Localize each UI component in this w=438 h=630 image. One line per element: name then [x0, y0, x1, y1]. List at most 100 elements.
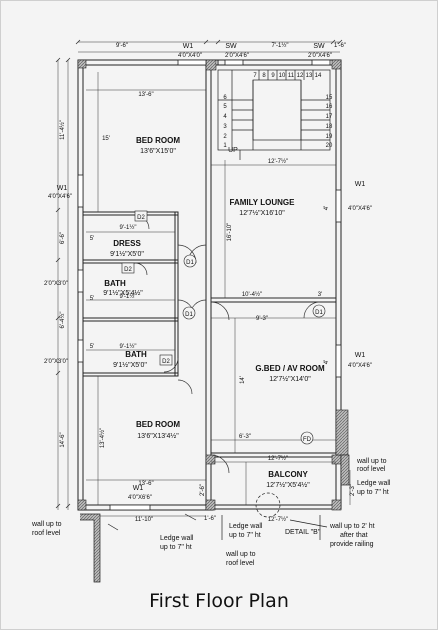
room-name-bath-1: BATH	[104, 279, 126, 288]
room-size-dress: 9'1½"X5'0"	[110, 250, 144, 258]
stair-step-15: 15	[326, 95, 333, 101]
stair-step-7: 7	[253, 73, 257, 79]
d2-c-tag: D2	[162, 359, 170, 365]
stair-step-4: 4	[223, 114, 227, 120]
note-ledge-right-1: Ledge wall	[357, 480, 391, 487]
dim-9-3: 9'-3"	[256, 316, 268, 322]
w1-right2-size: 4'0"X4'6"	[348, 363, 372, 369]
note-ledge-mid-2: up to 7" ht	[229, 532, 261, 539]
stair-step-5: 5	[223, 104, 227, 110]
page-title: First Floor Plan	[149, 590, 289, 612]
dim-11-4: 11'-4½"	[59, 120, 66, 140]
note-wall-roof-mid-1: wall up to	[225, 551, 256, 558]
d2-a-tag: D2	[137, 215, 145, 221]
stair-step-1: 1	[223, 143, 227, 149]
staircase	[217, 69, 331, 160]
room-size-bed-room-top: 13'6"X15'0"	[140, 148, 176, 155]
dim-6-6: 6'-6"	[60, 232, 66, 244]
note-wall-roof-mid-2: roof level	[226, 560, 255, 567]
room-size-gbed-av: 12'7½"X14'0"	[269, 375, 311, 383]
balcony-details	[80, 454, 350, 583]
room-name-family-lounge: FAMILY LOUNGE	[230, 198, 296, 207]
dimension-lines	[57, 41, 351, 517]
stair-step-14: 14	[315, 73, 322, 79]
dimension-labels: 9'-6" 7'-1½" 1'-6" 13'-6" 13'-6" 15' 11'…	[59, 42, 356, 523]
stair-step-9: 9	[271, 73, 275, 79]
room-name-bath-2: BATH	[125, 350, 147, 359]
note-wall-roof-left-2: roof level	[32, 530, 61, 537]
dim-5-c: 5'	[90, 344, 94, 350]
dim-2-3: 2'-3"	[350, 484, 356, 496]
d1-b-tag: D1	[185, 312, 193, 318]
dim-4-a: 4'	[324, 206, 330, 210]
dim-9-1-a: 9'-1½"	[120, 224, 137, 231]
stair-step-8: 8	[262, 73, 266, 79]
note-detail-b: DETAIL "B"	[285, 529, 321, 536]
dim-6-3: 6'-3"	[239, 434, 251, 440]
stair-step-12: 12	[297, 73, 304, 79]
note-wall-2-1: wall up to 2' ht	[329, 523, 375, 530]
sw-top-label: SW	[225, 43, 237, 50]
note-wall-roof-left-1: wall up to	[31, 521, 62, 528]
dim-12-7-c: 12'-7½"	[268, 516, 288, 523]
d1-a-tag: D1	[186, 260, 194, 266]
sw-top-size: 2'0"X4'6"	[225, 53, 249, 59]
dim-9-1-b: 9'-1½"	[120, 293, 137, 300]
note-ledge-bottom-2: up to 7" ht	[160, 544, 192, 551]
room-size-bath-1: 9'1½"X5'4½"	[103, 289, 143, 297]
w1-bottom-label: W1	[133, 485, 144, 492]
w1-left-size: 4'0"X4'6"	[48, 194, 72, 200]
room-labels: BED ROOM 13'6"X15'0" DRESS 9'1½"X5'0" BA…	[103, 136, 325, 489]
room-size-bed-room-bottom: 13'6"X13'4½"	[137, 432, 179, 440]
dim-6-4: 6'-4½"	[59, 312, 66, 329]
dim-5-a: 5'	[90, 236, 94, 242]
dim-10-4: 10'-4½"	[242, 291, 262, 298]
dim-13-6-bottom: 13'-6"	[138, 481, 153, 487]
left-2x3-a: 2'0"X3'0"	[44, 281, 68, 287]
stair-step-18: 18	[326, 124, 333, 130]
w1-top-label: W1	[183, 43, 194, 50]
dimension-ticks	[55, 39, 343, 509]
d2-b-tag: D2	[124, 267, 132, 273]
columns	[77, 59, 349, 511]
dim-9-1-c: 9'-1½"	[120, 343, 137, 350]
dim-4-b: 4'	[324, 360, 330, 364]
dim-12-7-a: 12'-7½"	[268, 158, 288, 165]
note-wall-roof-right-2: roof level	[357, 466, 386, 473]
opening-labels: W1 4'0"X4'0" SW 2'0"X4'6" SW 2'0"X4'6" W…	[44, 43, 372, 501]
dim-13-6-top: 13'-6"	[138, 92, 153, 98]
w1-right2-label: W1	[355, 352, 366, 359]
stair-step-13: 13	[306, 73, 313, 79]
room-name-dress: DRESS	[113, 239, 141, 248]
dim-1-6: 1'-6"	[204, 516, 216, 522]
annotation-notes: wall up to roof level Ledge wall up to 7…	[31, 458, 391, 567]
dim-5-b: 5'	[90, 296, 94, 302]
tag-shapes	[121, 210, 326, 445]
dim-2-6: 2'-6"	[200, 484, 206, 496]
w1-top-size: 4'0"X4'0"	[178, 53, 202, 59]
note-ledge-bottom-1: Ledge wall	[160, 535, 194, 542]
stair-step-17: 17	[326, 114, 333, 120]
note-wall-2-2: after that	[340, 532, 368, 539]
stair-step-3: 3	[223, 124, 227, 130]
d1-c-tag: D1	[315, 310, 323, 316]
dim-14-6: 14'-6"	[60, 432, 66, 447]
dim-11-10: 11'-10"	[135, 517, 153, 523]
windows	[77, 59, 342, 511]
w1-left-label: W1	[57, 185, 68, 192]
note-wall-2-3: provide railing	[330, 541, 374, 548]
dim-13-4: 13'-4½"	[99, 428, 106, 448]
room-name-balcony: BALCONY	[268, 470, 308, 479]
w1-right-size: 4'0"X4'6"	[348, 206, 372, 212]
stair-step-2: 2	[223, 134, 227, 140]
room-name-gbed-av: G.BED / AV ROOM	[255, 364, 325, 373]
note-ledge-right-2: up to 7" ht	[357, 489, 389, 496]
dim-14: 14'	[240, 376, 246, 384]
dim-16-10: 16'-10"	[227, 223, 233, 242]
sw-top2-size: 2'0"X4'6"	[308, 53, 332, 59]
stair-step-19: 19	[326, 134, 333, 140]
room-name-bed-room-top: BED ROOM	[136, 136, 180, 145]
left-2x3-b: 2'0"X3'0"	[44, 359, 68, 365]
dim-12-7-b: 12'-7½"	[268, 455, 288, 462]
